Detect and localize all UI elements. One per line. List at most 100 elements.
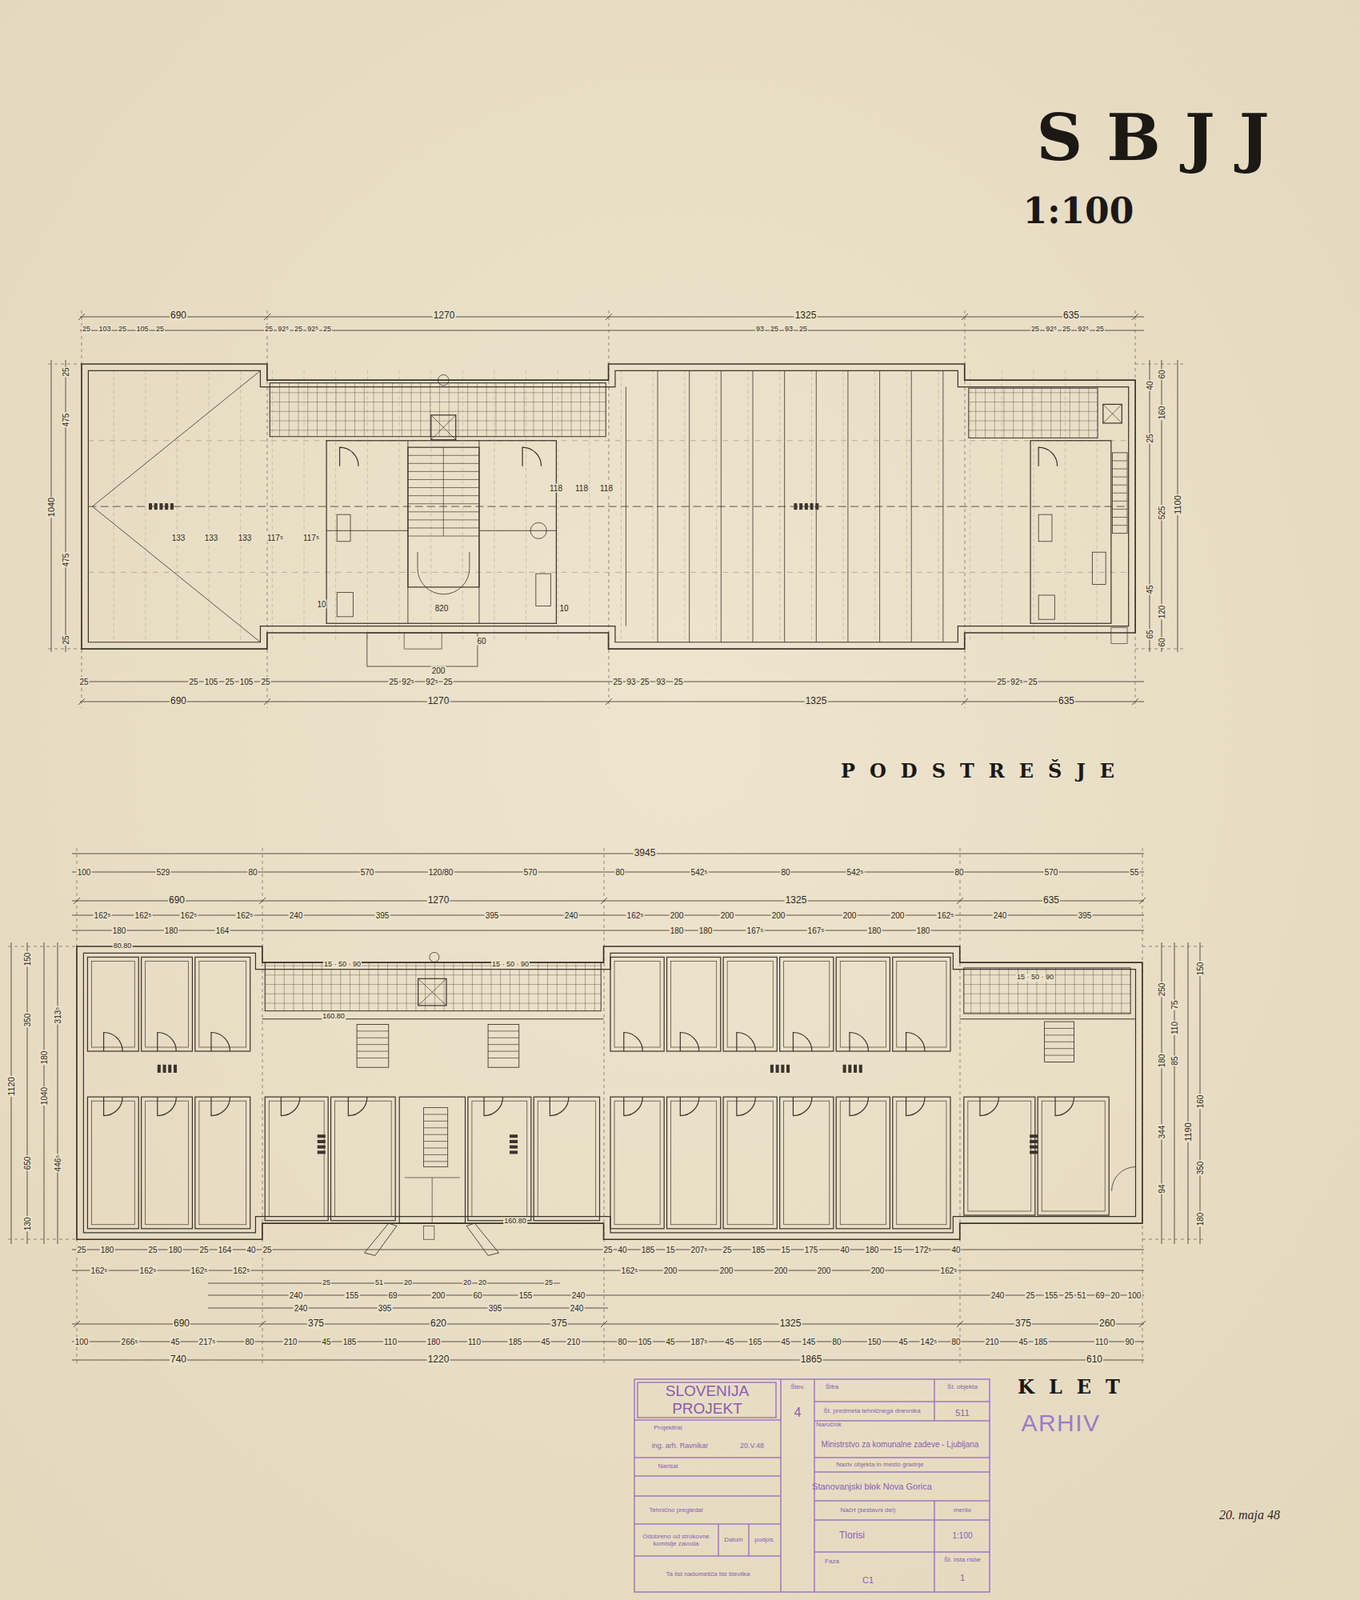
- basement-plan: [671, 1100, 717, 1225]
- dimension-label: 20: [477, 1279, 488, 1288]
- dimension-label: 90: [1124, 1337, 1135, 1347]
- plan-heading: KLET: [1016, 1376, 1136, 1398]
- dimension-label: 185: [640, 1245, 656, 1255]
- dimension-label: 60: [1157, 368, 1167, 380]
- dimension-label: 92⁵: [1044, 325, 1058, 334]
- dimension-label: 1040: [46, 496, 56, 518]
- dimension-label: 162⁵: [236, 911, 255, 920]
- basement-plan: [770, 1064, 774, 1073]
- dimension-label: 200: [431, 666, 447, 676]
- dimension-label: 25: [1030, 325, 1040, 334]
- basement-plan: [211, 1096, 231, 1116]
- dimension-label: 160: [1157, 405, 1167, 421]
- basement-plan: [680, 1096, 700, 1116]
- dimension-label: 105: [239, 677, 255, 687]
- attic-plan: [804, 503, 808, 510]
- attic-plan: [625, 370, 943, 642]
- title-block-text: Projektiral: [652, 1424, 684, 1432]
- title-block-text: C1: [861, 1575, 875, 1586]
- attic-plan: [417, 552, 470, 595]
- title-block-text: Št. lista risbe: [943, 1556, 982, 1564]
- basement-plan: [145, 960, 189, 1048]
- basement-plan: [1029, 1150, 1038, 1154]
- dimension-label: 180: [867, 926, 883, 936]
- attic-plan: [408, 447, 480, 588]
- attic-plan: [1092, 552, 1106, 584]
- dimension-label: 240: [288, 1291, 304, 1300]
- dimension-label: 25: [721, 1245, 732, 1255]
- basement-plan: [211, 1032, 231, 1052]
- dimension-label: 240: [569, 1304, 585, 1313]
- basement-plan: [1044, 1028, 1075, 1056]
- dimension-label: 344: [1157, 1124, 1167, 1140]
- basement-plan: [404, 1177, 460, 1224]
- basement-plan: [537, 1100, 596, 1216]
- dimension-label: 200: [842, 911, 858, 920]
- dimension-label: 266⁵: [120, 1337, 140, 1347]
- dimension-label: 25: [260, 677, 271, 687]
- dimension-label: 80: [247, 868, 258, 877]
- title-block-text: Naziv objekta in mesto gradnje: [835, 1460, 924, 1468]
- dimension-label: 350: [1196, 1160, 1205, 1176]
- dimension-label: 185: [1033, 1337, 1049, 1347]
- basement-plan: [83, 952, 1136, 1232]
- dimension-label: 446⁵: [53, 1154, 63, 1173]
- dimension-label: 155: [1044, 1291, 1060, 1300]
- basement-plan: [1112, 1167, 1136, 1192]
- basement-plan: [736, 1032, 756, 1052]
- attic-plan: [159, 503, 163, 510]
- dimension-label: 240: [564, 911, 580, 920]
- basement-plan: [1029, 1134, 1038, 1138]
- attic-plan: [148, 503, 819, 510]
- attic-plan: [164, 503, 168, 510]
- dimension-label: 25: [544, 1279, 554, 1288]
- dimension-label: 1325: [784, 895, 808, 906]
- basement-plan: [509, 1134, 518, 1138]
- dimension-label: 740: [169, 1354, 188, 1365]
- dimension-label: 160: [1196, 1094, 1205, 1110]
- dimension-label: 650: [23, 1156, 32, 1172]
- dimension-label: 51: [1076, 1291, 1087, 1300]
- dimension-label: 529: [156, 868, 172, 877]
- basement-plan: [399, 1096, 465, 1224]
- title-block-text: Štev.: [789, 1383, 806, 1391]
- dimension-label: 80: [244, 1337, 255, 1347]
- basement-plan: [849, 1096, 869, 1116]
- dimension-label: 133: [237, 533, 253, 543]
- dimension-label: 25: [769, 325, 780, 334]
- basement-plan: [168, 1064, 172, 1073]
- basement-plan: [840, 1100, 886, 1225]
- basement-plan: [906, 1096, 926, 1116]
- basement-plan: [195, 956, 251, 1052]
- basement-plan: [727, 960, 773, 1048]
- dimension-label: 240: [990, 1291, 1006, 1300]
- dimension-label: 45: [724, 1337, 735, 1347]
- plan-heading: PODSTREŠJE: [840, 760, 1130, 782]
- dimension-label: 25: [1145, 432, 1155, 444]
- dimension-label: 60: [472, 1291, 483, 1300]
- dimension-label: 207⁵: [690, 1245, 709, 1255]
- extension-lines: [8, 848, 1204, 1364]
- basement-plan: [484, 1096, 504, 1116]
- dimension-label: 150: [1196, 961, 1205, 977]
- basement-plan: [317, 1140, 326, 1144]
- dimension-label: 172⁵: [914, 1245, 933, 1255]
- title-block-text: 511: [954, 1408, 971, 1419]
- dimension-label: 133: [171, 533, 187, 543]
- dimension-label: 80: [953, 868, 964, 877]
- dimension-label: 100: [1127, 1291, 1143, 1300]
- dimension-label: 635: [1062, 310, 1080, 321]
- dimension-label: 200: [870, 1266, 886, 1276]
- basement-plan: [1037, 1096, 1109, 1216]
- basement-plan: [509, 1140, 518, 1144]
- basement-plan: [199, 1100, 247, 1225]
- dimension-label: 25: [1063, 1291, 1074, 1300]
- dimension-label: 162⁵: [620, 1266, 640, 1276]
- dimension-label: 475: [61, 552, 71, 568]
- dimension-label: 25: [293, 325, 304, 334]
- dimension-label: 200: [890, 911, 906, 920]
- basement-plan: [853, 1064, 857, 1073]
- attic-plan: [404, 632, 442, 649]
- dimension-label: 180: [1196, 1212, 1205, 1228]
